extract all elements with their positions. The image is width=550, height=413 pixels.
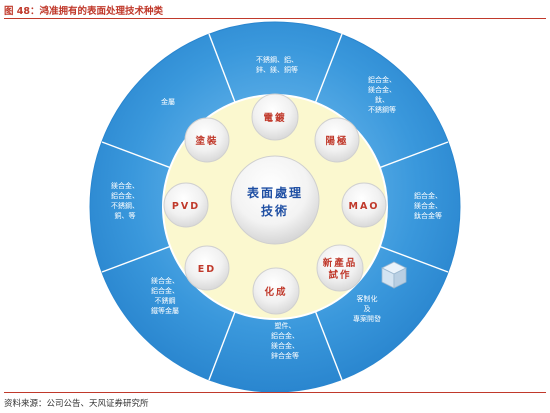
segment-right-line-3: 鈦合金等 — [414, 211, 442, 220]
cube-icon — [381, 261, 407, 289]
segment-upper-right-line-2: 鎂合金、 — [368, 85, 396, 94]
segment-bottom-line-3: 鎂合金、 — [271, 341, 299, 350]
segment-lower-left-line-2: 鋁合金、 — [151, 286, 179, 295]
segment-left-line-1: 鎂合金、 — [111, 181, 139, 190]
segment-left-line-4: 銅、等 — [115, 211, 136, 220]
node-anodize: 陽極 — [314, 117, 360, 163]
node-painting: 塗裝 — [184, 117, 230, 163]
segment-upper-right-line-3: 鈦、 — [375, 95, 389, 104]
segment-bottom-line-1: 塑件、 — [275, 321, 296, 330]
node-mao-label-1: MAO — [349, 201, 380, 212]
node-chemical: 化成 — [252, 267, 300, 315]
node-ed-label-1: ED — [198, 264, 216, 275]
segment-upper-left-line-1: 金屬 — [161, 97, 175, 106]
segment-upper-right-line-4: 不銹鋼等 — [368, 105, 396, 114]
node-plating-label-1: 電鍍 — [263, 112, 286, 124]
segment-left-line-3: 不銹鋼、 — [111, 201, 139, 210]
segment-top-line-1: 不銹鋼、鋁、 — [256, 55, 298, 64]
segment-lower-left-line-1: 鎂合金、 — [151, 276, 179, 285]
segment-lower-right-line-2: 及 — [364, 305, 371, 313]
node-new-trial-label-2: 試作 — [328, 269, 351, 281]
footer-rule — [4, 392, 546, 393]
node-chemical-label-1: 化成 — [264, 286, 287, 298]
node-painting-label-1: 塗裝 — [195, 135, 218, 147]
segment-right-line-2: 鎂合金、 — [414, 201, 442, 210]
segment-bottom-line-2: 鋁合金、 — [271, 331, 299, 340]
segment-left-line-2: 鋁合金、 — [111, 191, 139, 200]
figure-source: 资料来源：公司公告、天风证券研究所 — [4, 399, 149, 409]
segment-upper-right-line-1: 鋁合金、 — [368, 75, 396, 84]
node-ed: ED — [184, 245, 230, 291]
segment-lower-right-line-1: 客制化 — [357, 294, 378, 303]
segment-lower-left-line-3: 不銹鋼 — [155, 296, 176, 305]
node-anodize-label-1: 陽極 — [325, 135, 348, 147]
node-new-trial-label-1: 新產品 — [323, 257, 358, 269]
node-mao: MAO — [341, 182, 387, 228]
node-pvd-label-1: PVD — [172, 201, 200, 212]
segment-bottom-line-4: 鋅合金等 — [271, 351, 299, 360]
segment-lower-left-line-4: 鐵等金屬 — [151, 306, 179, 315]
center-node: 表面處理 技術 — [230, 155, 320, 245]
center-label-line-2: 技術 — [261, 203, 289, 218]
title-rule — [4, 18, 546, 19]
figure-title: 图 48：鸿准拥有的表面处理技术种类 — [4, 6, 164, 17]
node-pvd: PVD — [163, 182, 209, 228]
segment-top-line-2: 鋅、鎂、銅等 — [256, 65, 298, 74]
center-label-line-1: 表面處理 — [246, 185, 303, 200]
segment-labels: 不銹鋼、鋁、鋅、鎂、銅等鋁合金、鎂合金、鈦、不銹鋼等鋁合金、鎂合金、鈦合金等客制… — [111, 55, 442, 360]
segment-right-line-1: 鋁合金、 — [414, 191, 442, 200]
segment-lower-right-line-3: 專案開發 — [353, 314, 381, 323]
node-plating: 電鍍 — [251, 93, 299, 141]
